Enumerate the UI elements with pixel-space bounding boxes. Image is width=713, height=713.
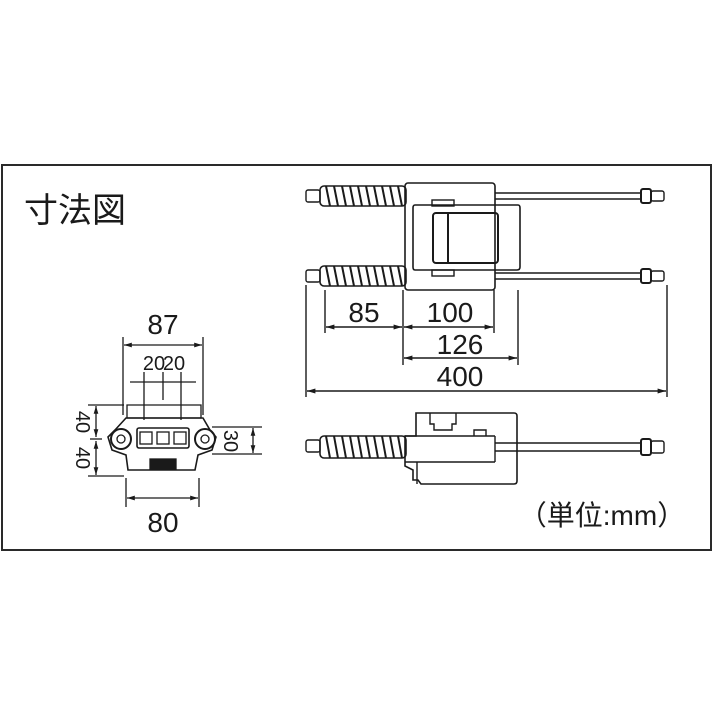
front-view	[88, 337, 262, 507]
dim-pitch-a: 20	[143, 353, 165, 375]
dim-overall-length: 400	[437, 361, 484, 392]
dim-mount-length: 126	[437, 329, 484, 360]
dim-body-length: 100	[427, 297, 474, 328]
dim-height-left-a: 40	[71, 411, 93, 433]
dim-width-top: 87	[147, 309, 178, 340]
drawing-title: 寸法図	[24, 192, 126, 230]
dim-spring-length: 85	[348, 297, 379, 328]
top-view	[305, 182, 668, 397]
dim-height-right: 30	[219, 430, 241, 452]
dim-width-bottom: 80	[147, 507, 178, 538]
drawing-frame	[1, 164, 712, 551]
unit-note: （単位:mm）	[519, 500, 685, 531]
dim-pitch-b: 20	[163, 353, 185, 375]
side-view	[305, 412, 665, 485]
dim-height-left-b: 40	[71, 447, 93, 469]
